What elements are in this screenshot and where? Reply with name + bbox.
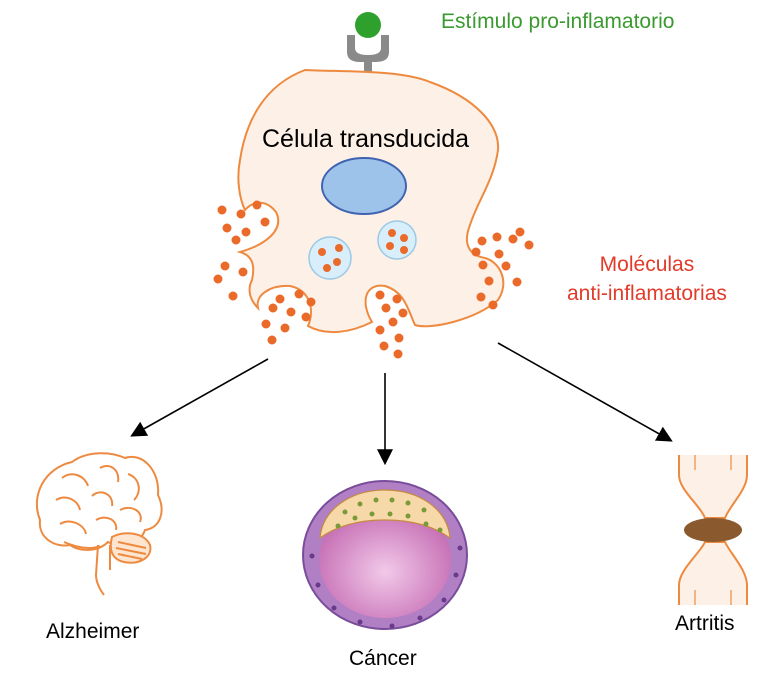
cell-label: Célula transducida [262, 125, 470, 153]
tumor-icon [302, 480, 468, 630]
vesicle [377, 220, 417, 260]
alzheimer-label: Alzheimer [46, 620, 140, 643]
stimulus-label: Estímulo pro-inflamatorio [441, 10, 675, 33]
anti-inflammatory-molecules [213, 200, 534, 359]
joint-icon [678, 455, 748, 605]
molecules-label-line2: anti-inflamatorias [567, 282, 727, 305]
nucleus [321, 157, 407, 215]
molecules-label-line1: Moléculas [599, 253, 695, 276]
arthritis-label: Artritis [675, 612, 735, 635]
ligand-icon [355, 12, 381, 38]
arrow-to-arthritis [497, 342, 673, 442]
vesicle [308, 236, 352, 280]
cancer-label: Cáncer [349, 647, 417, 670]
receptor-icon [347, 35, 389, 93]
arrow-to-alzheimer [130, 358, 269, 437]
brain-icon [35, 452, 163, 596]
molecules-label: Moléculas anti-inflamatorias [567, 250, 727, 308]
